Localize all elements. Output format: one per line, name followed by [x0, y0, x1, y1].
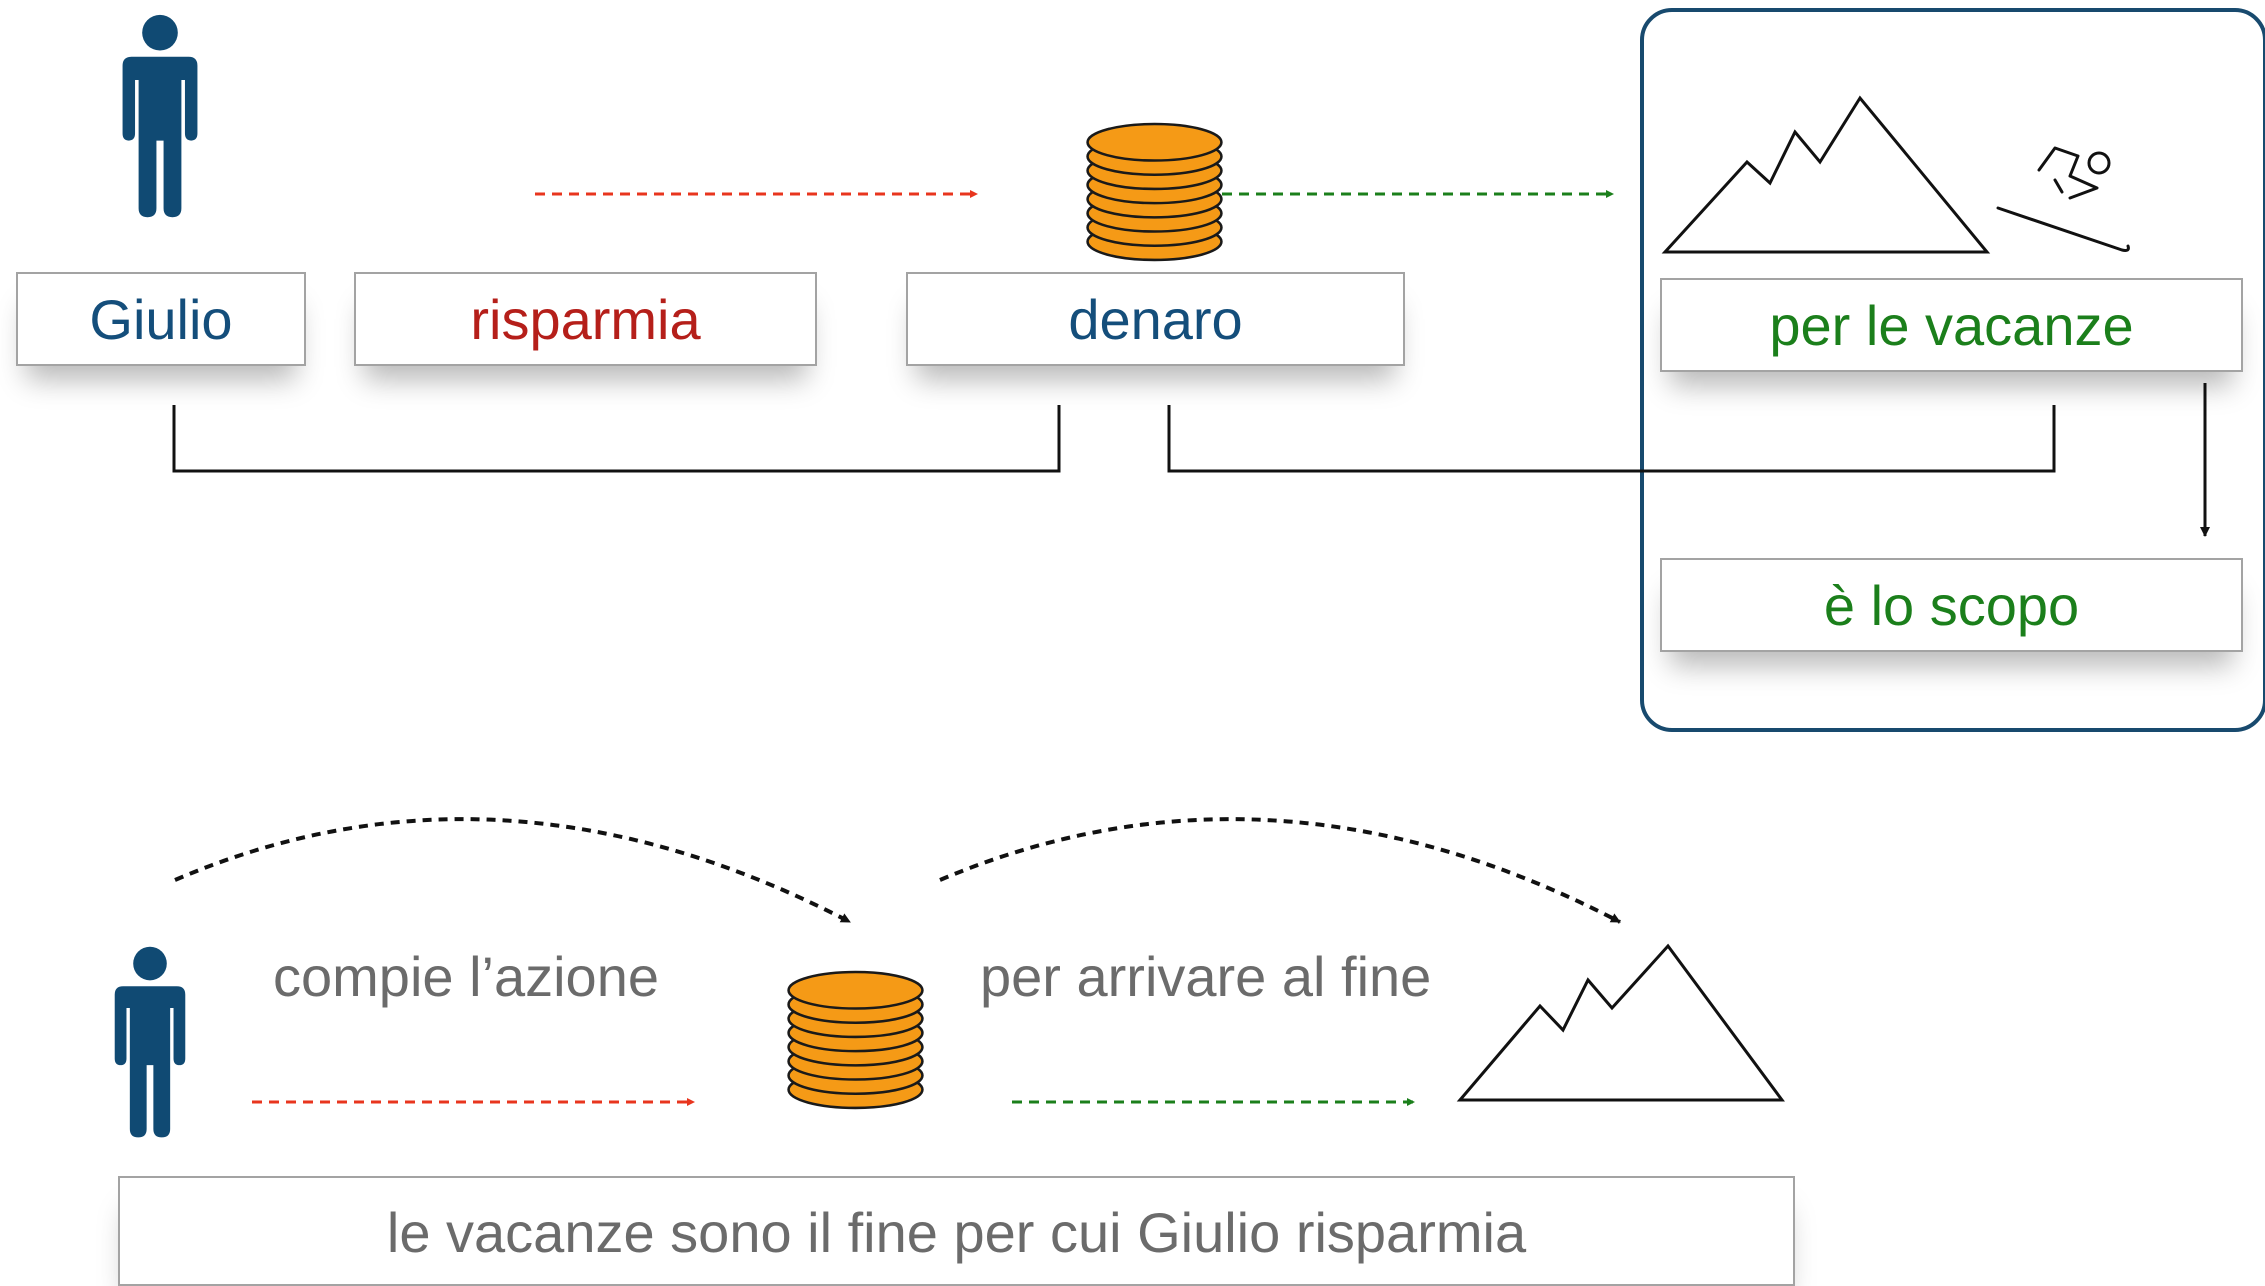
action-box: risparmia	[354, 272, 817, 366]
summary-box: le vacanze sono il fine per cui Giulio r…	[118, 1176, 1795, 1286]
agent-box: Giulio	[16, 272, 306, 366]
action-description: compie l’azione	[273, 945, 659, 1008]
skier-icon	[1996, 146, 2130, 252]
coins-icon	[787, 970, 924, 1110]
summary-label: le vacanze sono il fine per cui Giulio r…	[386, 1201, 1527, 1264]
goal-description: per arrivare al fine	[980, 945, 1432, 1008]
scope-box: è lo scopo	[1660, 558, 2243, 652]
object-label: denaro	[1068, 287, 1243, 351]
purpose-frame	[1640, 8, 2265, 732]
scope-label: è lo scopo	[1823, 573, 2080, 637]
curve-arrow-action	[174, 817, 851, 924]
purpose-label: per le vacanze	[1769, 293, 2134, 357]
object-box: denaro	[906, 272, 1405, 366]
bracket-right	[1167, 405, 2056, 473]
action-label: risparmia	[470, 287, 701, 351]
person-icon	[114, 946, 186, 1138]
curve-arrow-goal	[939, 817, 1621, 924]
coins-icon	[1086, 122, 1223, 262]
purpose-box: per le vacanze	[1660, 278, 2243, 372]
mountain-icon	[1456, 943, 1785, 1102]
person-icon	[122, 14, 198, 218]
bracket-left	[172, 405, 1061, 473]
agent-label: Giulio	[89, 287, 233, 351]
mountain-icon	[1661, 95, 1991, 254]
